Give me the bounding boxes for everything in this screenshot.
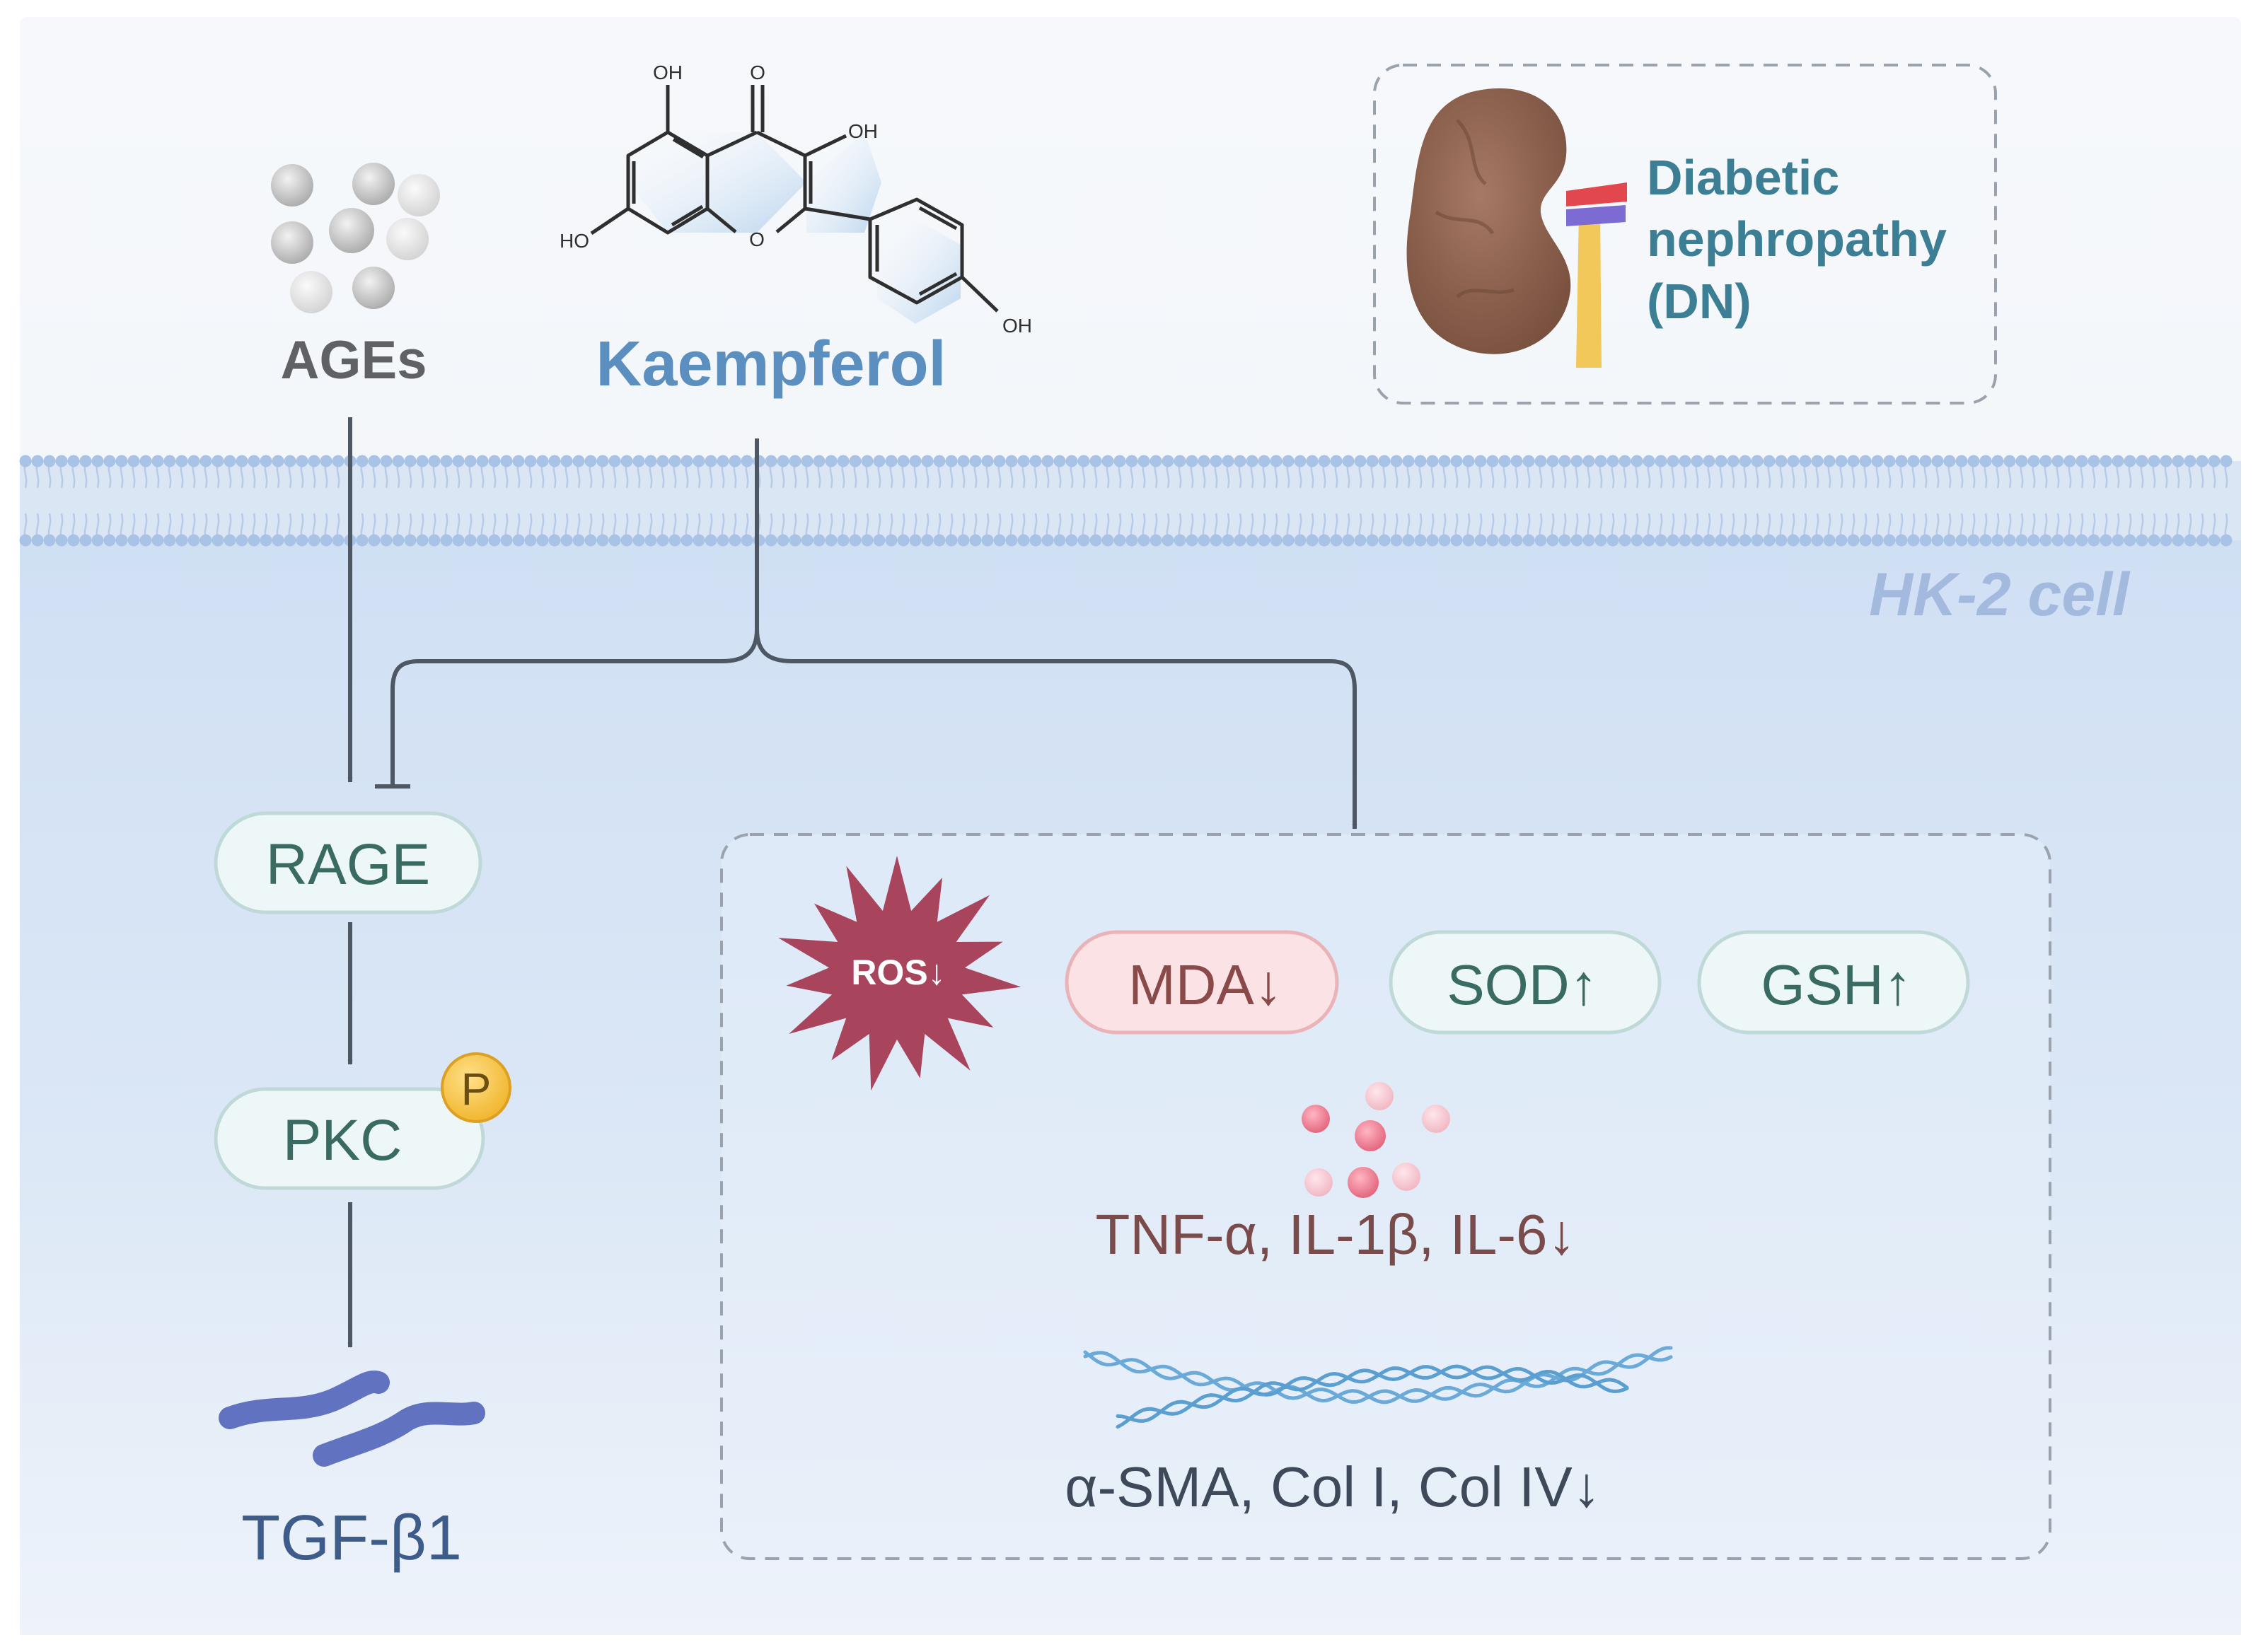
- dn-box: [1373, 64, 1997, 405]
- phosphorylation-label: P: [461, 1064, 492, 1115]
- kidney-icon: [1406, 88, 1627, 368]
- cell-label: HK-2 cell: [1869, 561, 2131, 629]
- atom-ho-c7: HO: [560, 230, 589, 252]
- ages-label: AGEs: [281, 330, 427, 390]
- tgf-protein-icon: [219, 1371, 485, 1467]
- pkc-node: [214, 1087, 485, 1190]
- arrow-kaempferol-to-oxidative-box: [755, 629, 1357, 830]
- cytokine-dots: [1302, 1082, 1450, 1198]
- gsh-label: GSH↑: [1761, 953, 1911, 1016]
- mda-label: MDA↓: [1128, 953, 1283, 1016]
- dn-label: Diabetic nephropathy (DN): [1647, 150, 1947, 329]
- dn-label-line3: (DN): [1647, 274, 1752, 329]
- ros-starburst: [778, 856, 1021, 1091]
- collagen-fibres-icon: [1083, 1346, 1673, 1429]
- cytokines-label: TNF-α, IL-1β, IL-6↓: [1095, 1203, 1575, 1266]
- kaempferol-label: Kaempferol: [596, 329, 946, 400]
- gsh-node: [1697, 930, 1970, 1035]
- ros-label: ROS↓: [851, 953, 945, 992]
- kaempferol-atom-labels: OH O OH HO O OH: [560, 62, 1032, 337]
- rage-node: [214, 811, 482, 914]
- cell-membrane: [19, 455, 2241, 547]
- atom-o-ring: O: [749, 228, 765, 250]
- rage-label: RAGE: [266, 832, 430, 897]
- fibrosis-label: α-SMA, Col I, Col IV↓: [1065, 1455, 1601, 1518]
- atom-oh-phenyl: OH: [1002, 315, 1032, 337]
- pathway-arrows: [347, 417, 1357, 1348]
- phosphorylation-badge: [441, 1052, 511, 1123]
- sod-node: [1389, 930, 1662, 1035]
- dn-label-line1: Diabetic: [1647, 150, 1839, 205]
- mda-node: [1065, 930, 1339, 1035]
- tgf-label: TGF-β1: [241, 1503, 462, 1574]
- atom-oh-c5: OH: [653, 62, 683, 83]
- atom-o-carbonyl: O: [750, 62, 765, 83]
- atom-oh-c3: OH: [848, 120, 878, 142]
- inhibition-kaempferol-to-rage: [390, 438, 759, 786]
- ages-molecules: [271, 163, 440, 313]
- kaempferol-structure: [590, 85, 999, 324]
- dn-label-line2: nephropathy: [1647, 211, 1947, 267]
- sod-label: SOD↑: [1447, 953, 1597, 1016]
- pkc-label: PKC: [283, 1108, 403, 1173]
